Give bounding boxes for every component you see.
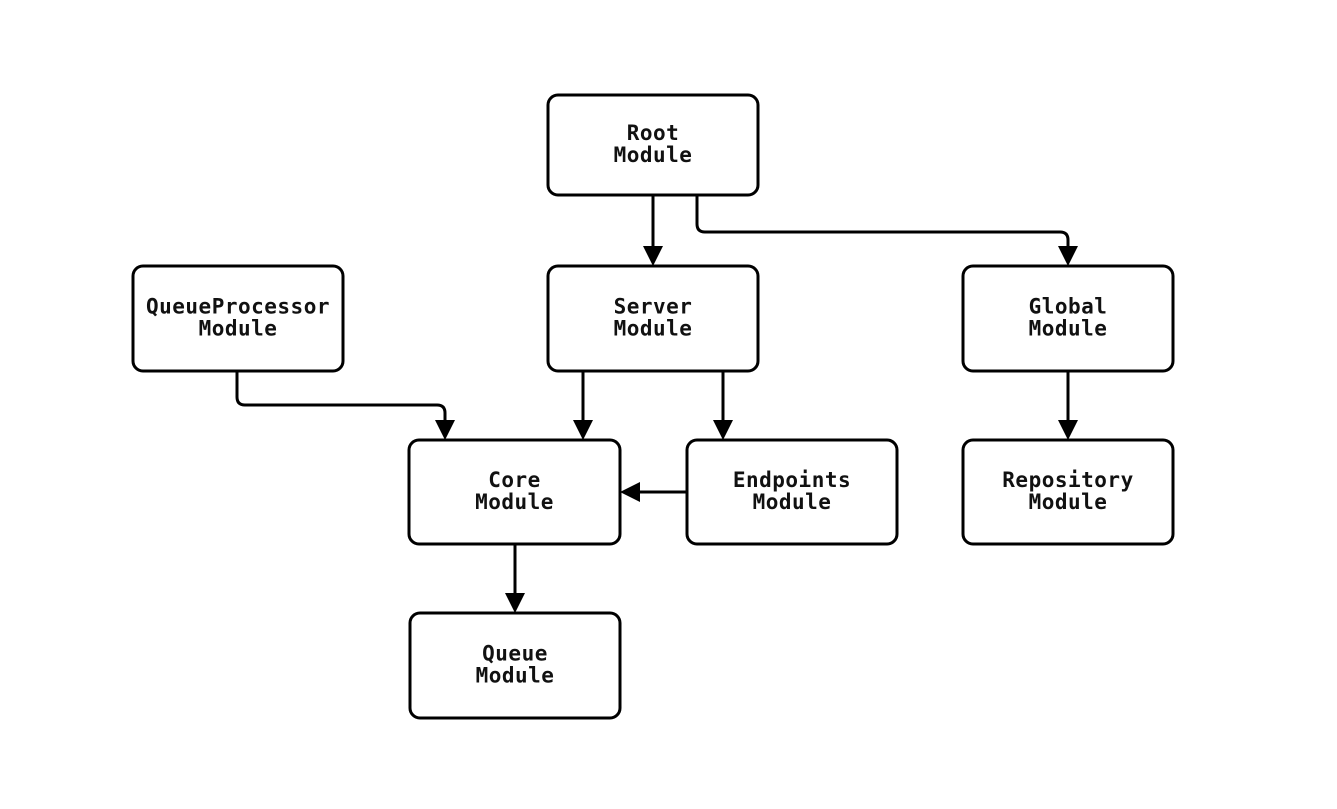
node-box[interactable] xyxy=(407,438,622,546)
edge-endpoints-to-core xyxy=(620,482,687,502)
edge-line xyxy=(695,195,1070,252)
node-label-secondary: Module xyxy=(476,664,555,688)
node-box[interactable] xyxy=(685,438,899,546)
node-label-secondary: Module xyxy=(1029,490,1108,514)
edge-server-to-core xyxy=(573,371,593,440)
arrowhead-icon xyxy=(620,482,640,502)
node-label-primary: Server xyxy=(614,295,693,319)
node-label-primary: Queue xyxy=(482,642,548,666)
node-label-secondary: Module xyxy=(1029,317,1108,341)
arrowhead-icon xyxy=(435,420,455,440)
node-label-secondary: Module xyxy=(199,317,278,341)
node-label-secondary: Module xyxy=(614,143,693,167)
edge-root-to-global xyxy=(695,195,1078,266)
arrowhead-icon xyxy=(713,420,733,440)
node-box[interactable] xyxy=(408,611,622,720)
node-box[interactable] xyxy=(131,264,345,373)
node-box[interactable] xyxy=(546,264,760,373)
edge-root-to-server xyxy=(643,195,663,266)
node-label-secondary: Module xyxy=(753,490,832,514)
node-box[interactable] xyxy=(961,264,1175,373)
arrowhead-icon xyxy=(573,420,593,440)
node-label-primary: Core xyxy=(488,468,541,492)
arrowhead-icon xyxy=(643,246,663,266)
node-label-primary: Global xyxy=(1029,295,1108,319)
edge-layer xyxy=(235,195,1078,613)
node-box[interactable] xyxy=(546,93,760,197)
node-label-secondary: Module xyxy=(475,490,554,514)
node-label-primary: QueueProcessor xyxy=(146,295,330,319)
edge-global-to-repository xyxy=(1058,371,1078,440)
node-label-secondary: Module xyxy=(614,317,693,341)
edge-line xyxy=(235,371,447,426)
edge-core-to-queue xyxy=(505,544,525,613)
arrowhead-icon xyxy=(1058,246,1078,266)
arrowhead-icon xyxy=(1058,420,1078,440)
node-label-primary: Repository xyxy=(1002,468,1133,492)
arrowhead-icon xyxy=(505,593,525,613)
node-label-primary: Root xyxy=(627,121,680,145)
node-layer: RootModuleQueueProcessorModuleServerModu… xyxy=(131,93,1175,720)
node-box[interactable] xyxy=(961,438,1175,546)
edge-queueprocessor-to-core xyxy=(235,371,455,440)
node-label-primary: Endpoints xyxy=(733,468,851,492)
edge-server-to-endpoints xyxy=(713,371,733,440)
